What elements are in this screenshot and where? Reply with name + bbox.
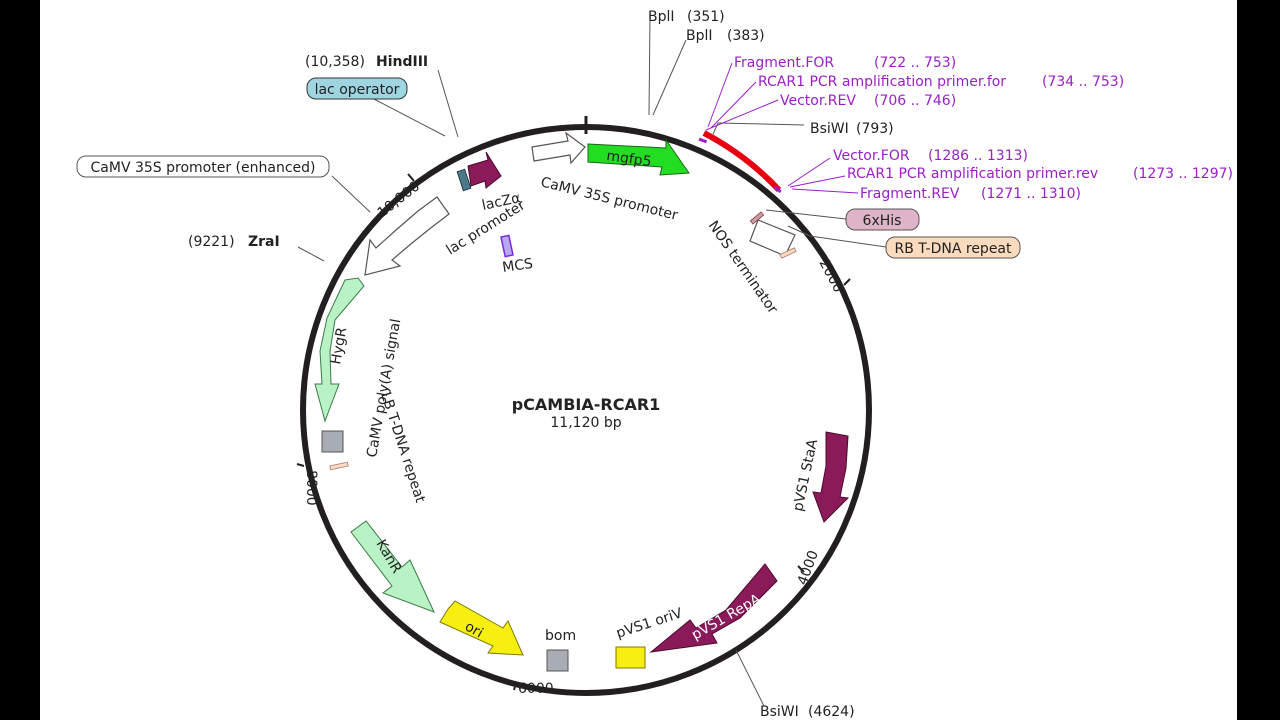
tick-label-8000: 8000 <box>303 470 319 506</box>
tick-label-2000: 2000 <box>815 256 846 295</box>
primer-rcar-for-pos: (734 .. 753) <box>1042 74 1124 90</box>
his-box <box>845 208 920 231</box>
site-bsiwi1: BsiWI <box>810 121 849 137</box>
plasmid-size: 11,120 bp <box>550 415 621 431</box>
primer-rcar-rev-pos: (1273 .. 1297) <box>1133 166 1233 182</box>
bpl1a-leader <box>648 15 651 116</box>
lacz-arrow <box>467 151 502 189</box>
rb-label: RB T-DNA repeat <box>894 241 1012 257</box>
mcs-mark <box>500 234 514 258</box>
camv35s-label: CaMV 35S promoter <box>539 174 680 224</box>
rb-leader-a <box>787 225 811 237</box>
site-bsiwi2-pos: (4624) <box>808 704 855 720</box>
kanr-arrow <box>350 520 435 613</box>
rb-box <box>885 236 1021 259</box>
his-mark <box>749 211 765 225</box>
tick-6000 <box>513 682 517 691</box>
site-bsiwi1-pos: (793) <box>856 121 894 137</box>
lac-op-leader <box>369 96 446 137</box>
ori-arrow <box>439 600 524 656</box>
primer-frag-rev: Fragment.REV <box>860 186 960 202</box>
oriv-mark <box>615 646 646 669</box>
site-bpl1b-pos: (383) <box>727 28 765 44</box>
camv-enh-box <box>76 155 330 178</box>
camv-enh-leader <box>331 175 371 213</box>
repa-arrow <box>649 563 778 653</box>
site-bsiwi2: BsiWI <box>760 704 799 720</box>
rb-mark <box>779 247 797 259</box>
primer-vec-for-pos: (1286 .. 1313) <box>928 148 1028 164</box>
site-zra1-pos: (9221) <box>188 234 235 250</box>
lb-mark <box>329 461 349 471</box>
primer-frag-rev-pos: (1271 .. 1310) <box>981 186 1081 202</box>
primer-vec-for: Vector.FOR <box>833 148 910 164</box>
rcar-rev-leader <box>789 175 846 188</box>
lac-operator-mark <box>456 168 472 192</box>
frag-for-leader <box>707 62 733 128</box>
bsiwi1-leader-b <box>717 122 805 126</box>
bom-label: bom <box>545 628 576 644</box>
site-hind3-pos: (10,358) <box>305 54 365 70</box>
site-bpl1a: BplI <box>648 9 675 25</box>
mgfp5-label: mgfp5 <box>605 148 652 170</box>
camv-enh-arrow <box>364 196 450 276</box>
lacz-label: lacZα <box>481 190 522 214</box>
polya-mark <box>321 430 344 453</box>
vec-rev-leader <box>705 99 779 131</box>
lac-operator-box <box>306 77 408 100</box>
his-label: 6xHis <box>863 213 902 229</box>
lac-operator-label: lac operator <box>315 82 400 98</box>
bsiwi2-leader <box>735 649 765 707</box>
hygr-label: HygR <box>328 326 350 366</box>
site-bpl1b: BplI <box>686 28 713 44</box>
camv35s-arrow <box>531 131 586 165</box>
lb-label: LB T-DNA repeat <box>377 390 428 505</box>
tick-2000 <box>843 278 851 286</box>
primer-frag-for-pos: (722 .. 753) <box>874 55 956 71</box>
primer-mark-rev <box>773 185 782 194</box>
frag-rev-leader <box>791 188 859 194</box>
vec-for-leader <box>787 157 831 187</box>
staa-arrow <box>812 431 850 523</box>
ori-label: ori <box>462 619 486 642</box>
rb-leader-b <box>809 235 887 248</box>
tick-label-6000: 6000 <box>518 681 554 697</box>
primer-vec-rev-pos: (706 .. 746) <box>874 93 956 109</box>
primer-rcar-rev: RCAR1 PCR amplification primer.rev <box>847 166 1098 182</box>
primer-mark-for <box>698 137 708 144</box>
primer-rcar-for: RCAR1 PCR amplification primer.for <box>758 74 1006 90</box>
tick-8000 <box>296 463 305 467</box>
tick-10000 <box>407 173 415 182</box>
primer-vec-rev: Vector.REV <box>780 93 856 109</box>
plasmid-name: pCAMBIA-RCAR1 <box>512 395 661 414</box>
site-zra1: ZraI <box>248 234 280 250</box>
hind3-leader <box>437 69 459 138</box>
bpl1b-leader <box>652 39 687 116</box>
plasmid-map-canvas: 10,000 2000 4000 6000 8000 pCAMBIA-RCAR1… <box>40 0 1237 720</box>
his-leader <box>765 209 847 220</box>
site-bpl1a-pos: (351) <box>687 9 725 25</box>
mcs-label: MCS <box>501 256 534 276</box>
bom-mark <box>546 649 569 672</box>
mgfp5-arrow <box>587 138 690 176</box>
rcar-for-leader <box>710 81 757 129</box>
zra1-leader <box>297 246 325 262</box>
camv-enh-label: CaMV 35S promoter (enhanced) <box>91 160 316 176</box>
primer-frag-for: Fragment.FOR <box>734 55 834 71</box>
tick-4000 <box>797 565 805 573</box>
site-hind3: HindIII <box>376 54 428 70</box>
plasmid-map: 10,000 2000 4000 6000 8000 pCAMBIA-RCAR1… <box>76 9 1233 720</box>
hygr-arrow <box>314 277 365 423</box>
insert-arc <box>702 130 782 193</box>
